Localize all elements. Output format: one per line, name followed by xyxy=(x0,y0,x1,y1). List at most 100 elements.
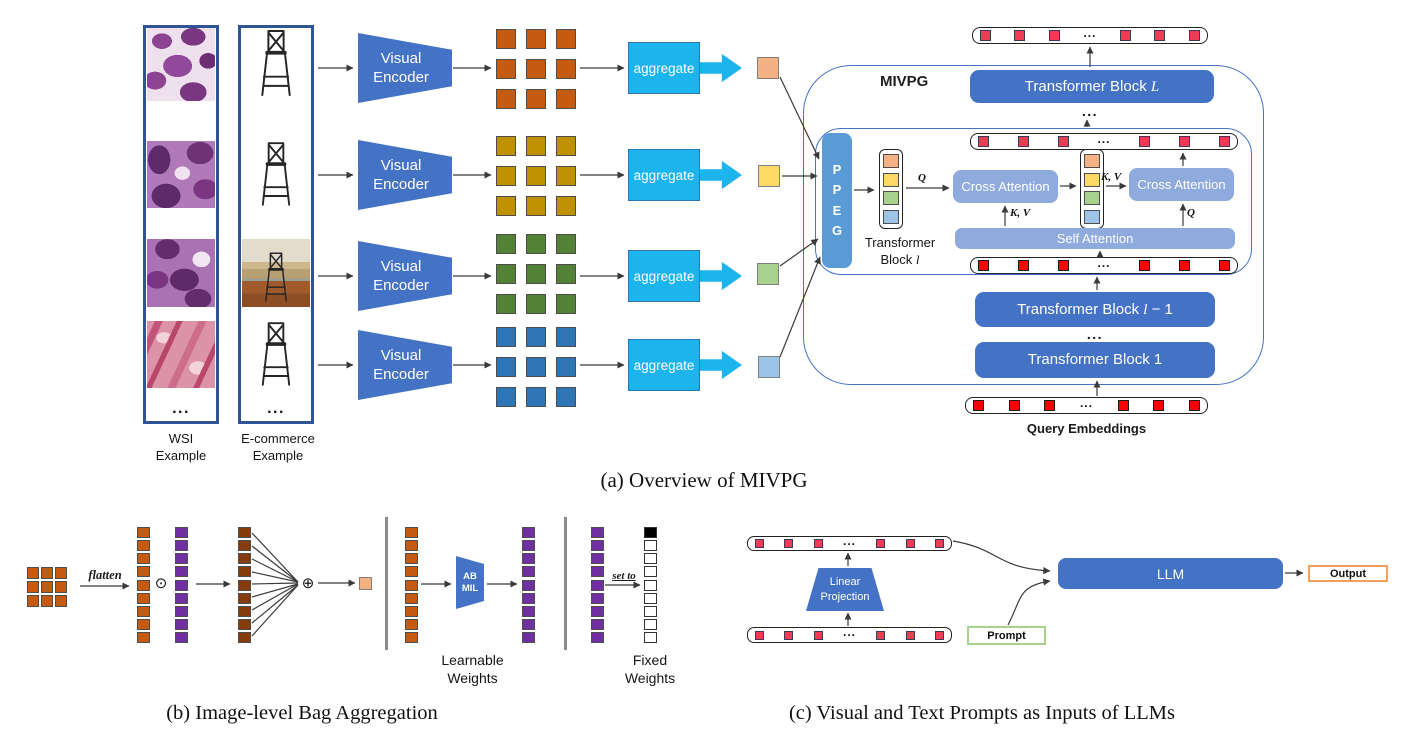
token xyxy=(556,59,576,79)
aggregated-token-blue xyxy=(758,356,780,378)
token xyxy=(1179,136,1191,147)
aggregate-box-4: aggregate xyxy=(628,339,700,391)
token xyxy=(55,567,67,579)
token xyxy=(973,400,984,411)
token xyxy=(591,592,604,604)
token xyxy=(1179,260,1191,271)
token xyxy=(644,540,657,552)
token xyxy=(137,618,150,630)
token xyxy=(496,29,516,49)
chair-icon xyxy=(265,252,287,302)
learnable-weights-label: Learnable Weights xyxy=(441,651,504,686)
weighted-column-brown xyxy=(238,527,251,643)
token xyxy=(175,527,188,538)
token xyxy=(27,567,39,579)
token xyxy=(526,59,546,79)
token xyxy=(175,618,188,630)
token xyxy=(644,579,657,591)
token xyxy=(405,553,418,565)
aggregated-token-orange xyxy=(757,57,779,79)
token xyxy=(883,209,899,224)
visual-token-stack-2 xyxy=(1080,149,1104,229)
aggregate-box-3: aggregate xyxy=(628,250,700,302)
token xyxy=(175,632,188,643)
token xyxy=(883,154,899,168)
token xyxy=(1084,172,1100,187)
fixed-input-column xyxy=(591,527,604,643)
token xyxy=(1017,260,1029,271)
output-embedding-row: ... xyxy=(972,27,1208,44)
token xyxy=(522,579,535,591)
token xyxy=(526,264,546,284)
token xyxy=(556,166,576,186)
kv-label-1: K, V xyxy=(1010,207,1031,219)
blocks-ellipsis-top: ... xyxy=(1081,103,1099,119)
kv-label-2: K, V xyxy=(1101,171,1122,183)
token xyxy=(591,579,604,591)
token xyxy=(556,234,576,254)
token xyxy=(556,357,576,377)
token xyxy=(1218,136,1230,147)
token xyxy=(526,234,546,254)
token xyxy=(496,264,516,284)
token xyxy=(591,632,604,643)
token xyxy=(175,579,188,591)
blocks-ellipsis-bottom: ... xyxy=(1086,326,1104,342)
token xyxy=(238,527,251,538)
token xyxy=(978,260,989,271)
token xyxy=(41,595,53,607)
token xyxy=(526,294,546,314)
token xyxy=(644,605,657,617)
odot-operator: ⊙ xyxy=(154,575,168,592)
caption-a: (a) Overview of MIVPG xyxy=(600,467,808,492)
ecom-product-image-4 xyxy=(242,320,310,390)
prompt-box: Prompt xyxy=(967,626,1046,645)
token xyxy=(405,527,418,538)
self-attention: Self Attention xyxy=(955,228,1235,249)
visual-embedding-row: ... xyxy=(747,626,952,643)
token xyxy=(1153,400,1165,411)
token xyxy=(1008,400,1020,411)
token xyxy=(1057,136,1069,147)
q-label-1: Q xyxy=(918,172,926,184)
token xyxy=(496,89,516,109)
token xyxy=(137,540,150,552)
token xyxy=(175,553,188,565)
token xyxy=(556,327,576,347)
ppeg-block: P P E G xyxy=(822,133,852,268)
token xyxy=(591,553,604,565)
token xyxy=(496,387,516,407)
token xyxy=(27,595,39,607)
aggregate-arrow-icon xyxy=(700,53,742,83)
token xyxy=(137,579,150,591)
token xyxy=(175,566,188,578)
token xyxy=(522,553,535,565)
token xyxy=(405,605,418,617)
cross-attention-1: Cross Attention xyxy=(953,170,1058,203)
inner-top-embedding-row: ... xyxy=(970,133,1238,150)
patch-grid-orange xyxy=(496,29,576,109)
llm-block: LLM xyxy=(1058,558,1283,589)
token xyxy=(526,29,546,49)
q-label-2: Q xyxy=(1187,207,1195,219)
ecom-product-image-1 xyxy=(242,28,310,100)
token xyxy=(644,566,657,578)
token xyxy=(238,579,251,591)
token xyxy=(934,539,944,548)
token xyxy=(137,592,150,604)
token xyxy=(405,632,418,643)
token xyxy=(137,566,150,578)
ecom-column-label: E-commerce Example xyxy=(241,431,315,463)
wsi-column-label: WSI Example xyxy=(155,431,207,463)
flatten-label: flatten xyxy=(88,568,122,582)
token xyxy=(526,327,546,347)
token xyxy=(556,294,576,314)
token xyxy=(978,136,989,147)
token xyxy=(934,630,944,640)
token xyxy=(1218,260,1230,271)
token xyxy=(238,553,251,565)
